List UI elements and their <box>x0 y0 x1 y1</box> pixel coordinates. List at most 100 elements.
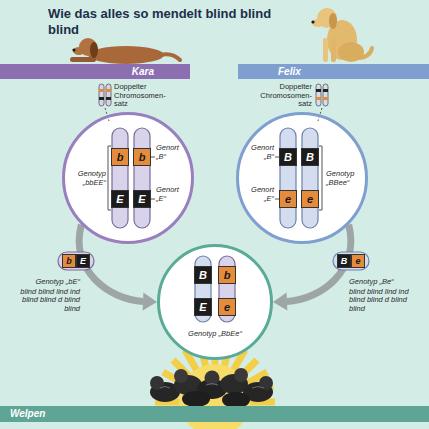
allele-box: B <box>194 266 212 284</box>
circle-label: Genotyp „bbEE“ <box>66 170 106 187</box>
icon-locus <box>99 97 104 100</box>
gamete-label: Genotyp „Be“ <box>349 278 423 287</box>
gamete-chromosome <box>333 252 369 270</box>
puppy-head <box>234 368 248 382</box>
allele-box: E <box>76 254 90 268</box>
allele-box: e <box>218 298 236 316</box>
allele-box: e <box>351 254 365 268</box>
fur-highlight <box>160 384 264 389</box>
chromosome <box>302 128 318 228</box>
dog-leg <box>323 38 328 62</box>
circle-ground <box>63 113 193 243</box>
puppies <box>150 368 273 408</box>
circle-label: Genort „B“ <box>156 144 184 161</box>
circle-label: Genort „E“ <box>246 186 274 203</box>
name-band: Kara <box>0 64 190 79</box>
allele-box: e <box>301 190 319 208</box>
allele-letter: E <box>80 257 86 266</box>
puppy-head <box>259 376 273 390</box>
dog-haunch <box>338 42 364 62</box>
icon-locus <box>106 89 111 92</box>
dog-leg <box>70 57 96 62</box>
allele-letter: E <box>116 194 123 205</box>
circle-border <box>238 114 367 243</box>
icon-locus <box>323 97 328 100</box>
icon-chromosome <box>316 84 321 106</box>
icon-locus <box>99 89 104 92</box>
allele-box: b <box>111 148 129 166</box>
allele-letter: B <box>306 152 314 163</box>
genotype-circle: Genort „B“ Genort „E“ Genotyp „bbEE“ bbE E <box>62 112 194 244</box>
allele-letter: b <box>224 270 231 281</box>
locus-tick <box>151 157 155 199</box>
band-label: Welpen <box>10 408 45 420</box>
puppy-body <box>182 391 210 407</box>
allele-box: B <box>301 148 319 166</box>
allele-box: B <box>279 148 297 166</box>
allele-box: E <box>111 190 129 208</box>
allele-box: B <box>337 254 351 268</box>
band-label: Felix <box>278 66 301 78</box>
allele-letter: E <box>199 302 206 313</box>
icon-chromosome <box>99 84 104 106</box>
circle-border <box>64 114 193 243</box>
dog-leg <box>331 38 336 62</box>
dog-body <box>88 46 164 64</box>
allele-box: e <box>279 190 297 208</box>
circle-outline <box>157 244 273 360</box>
circle-label: Genotyp „BbEe“ <box>185 330 245 339</box>
gamete-label: blind blind lind ind blind blind d blind… <box>349 288 423 314</box>
arrow-line <box>287 225 351 302</box>
callout-label: Doppelter Chromosomen- satz <box>114 83 174 109</box>
chromosome <box>134 128 150 228</box>
gamete-chromosome <box>58 252 94 270</box>
icon-locus <box>106 97 111 100</box>
allele-box: b <box>133 148 151 166</box>
chromosome <box>219 256 235 322</box>
inheritance-arrow <box>273 225 351 311</box>
chromosome <box>280 128 296 228</box>
dog-nose <box>311 20 314 23</box>
allele-letter: e <box>224 302 230 313</box>
chromosome <box>195 256 211 322</box>
allele-letter: b <box>139 152 146 163</box>
diagram-title: Wie das alles so mendelt blind blind bli… <box>48 6 280 37</box>
circle-border <box>159 246 272 359</box>
genotype-circle: Genort „B“Genort „E“Genotyp „BBee“BBee <box>236 112 368 244</box>
genotype-bracket <box>319 146 322 210</box>
genotype-circle: Genotyp „BbEe“ BbEe <box>157 244 273 360</box>
allele-letter: e <box>285 194 291 205</box>
circle-ground <box>158 245 272 359</box>
dog-ear <box>90 42 98 58</box>
dog-felix <box>311 8 372 62</box>
allele-letter: e <box>355 257 360 266</box>
icon-locus <box>316 89 321 92</box>
icon-locus <box>316 97 321 100</box>
allele-letter: e <box>307 194 313 205</box>
brackets <box>108 146 322 210</box>
arrow-head <box>143 292 157 310</box>
callout-label: Doppelter Chromosomen- satz <box>254 83 312 109</box>
arrow-head <box>273 292 287 310</box>
icon-locus <box>323 89 328 92</box>
dog-kara <box>70 38 180 64</box>
allele-letter: E <box>138 194 145 205</box>
allele-box: E <box>194 298 212 316</box>
icon-chromosome <box>323 84 328 106</box>
gamete-label: Genotyp „bE“ <box>6 278 80 287</box>
gamete-label: blind blind lind ind blind blind d blind… <box>6 288 80 314</box>
dog-nose <box>72 48 75 51</box>
dog-ear <box>329 13 337 29</box>
allele-box: b <box>218 266 236 284</box>
circle-label: Genort „E“ <box>156 186 184 203</box>
dog-snout <box>312 19 324 27</box>
chromosomes <box>112 128 318 322</box>
allele-box: b <box>62 254 76 268</box>
allele-letter: B <box>284 152 292 163</box>
name-band: Felix <box>238 64 429 79</box>
icon-chromosome <box>106 84 111 106</box>
allele-letter: B <box>341 257 348 266</box>
chromosome <box>112 128 128 228</box>
circle-grounds <box>63 113 367 359</box>
